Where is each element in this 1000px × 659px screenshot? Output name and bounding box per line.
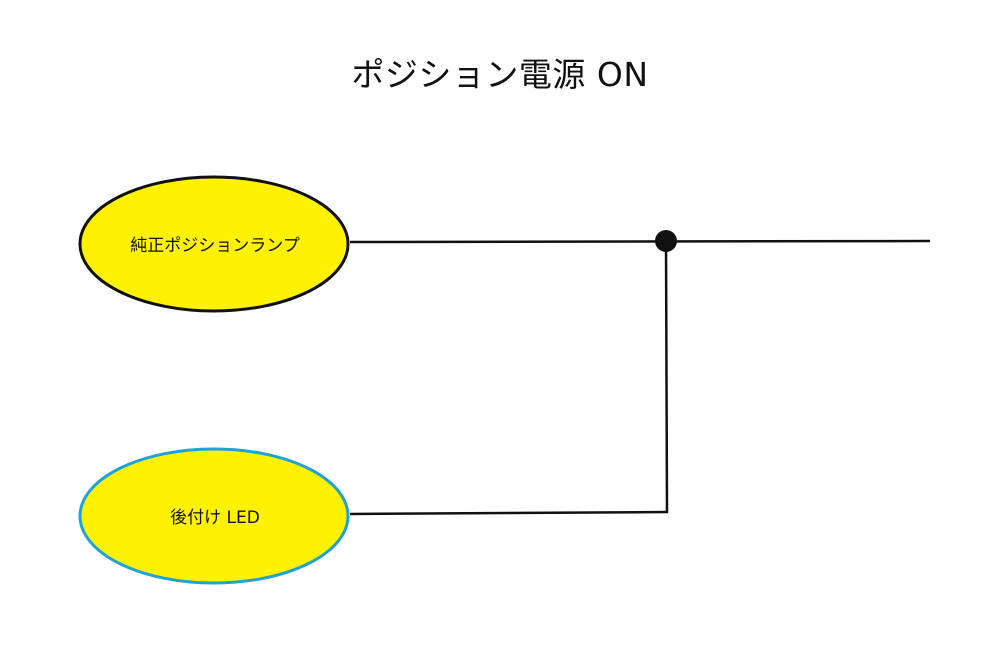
main-wire bbox=[349, 239, 931, 244]
node-aftermarket-led bbox=[78, 447, 350, 585]
led-wire bbox=[349, 510, 669, 516]
node-label-aftermarket-led: 後付け LED bbox=[170, 508, 260, 528]
diagram-title: ポジション電源 ON bbox=[351, 55, 649, 94]
node-label-stock-position-lamp: 純正ポジションランプ bbox=[130, 236, 300, 256]
junction-dot bbox=[655, 230, 677, 252]
vertical-wire bbox=[664, 241, 669, 514]
node-stock-position-lamp bbox=[78, 175, 350, 313]
